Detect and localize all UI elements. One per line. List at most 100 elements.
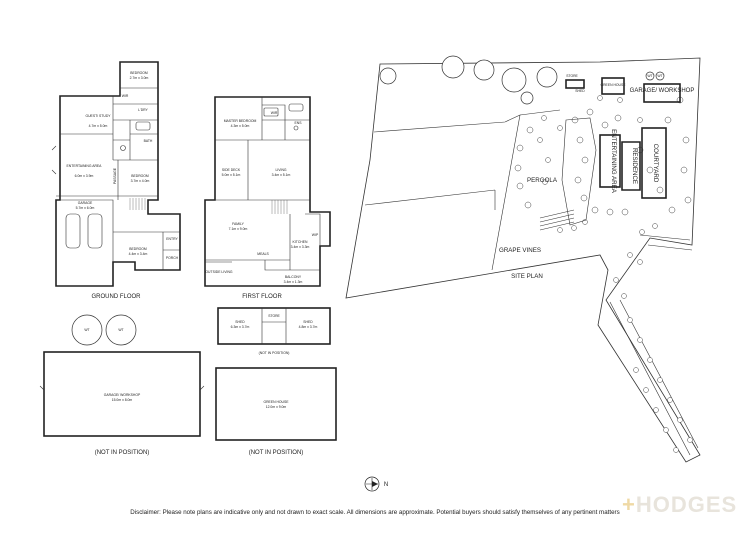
hodges-logo: +HODGES bbox=[622, 492, 737, 518]
gf-bedroom-mid-dims: 3.7m x 4.0m bbox=[131, 179, 150, 183]
site-green-house-label: GREEN HOUSE bbox=[600, 83, 626, 87]
svg-text:GARAGE/ WORKSHOP: GARAGE/ WORKSHOP bbox=[104, 393, 141, 397]
svg-text:WT: WT bbox=[118, 328, 123, 332]
site-plan: GRAPE VINES PERGOLA SITE PLAN ENTERTAINI… bbox=[345, 55, 701, 463]
ground-floor-title: GROUND FLOOR bbox=[91, 294, 141, 300]
site-entertaining-label: ENTERTAINING AREA bbox=[610, 129, 617, 194]
svg-text:(NOT IN POSITION): (NOT IN POSITION) bbox=[259, 351, 290, 355]
ff-master-dims: 4.3m x 5.0m bbox=[231, 124, 250, 128]
gf-porch-label: PORCH bbox=[166, 256, 179, 260]
svg-text:PORCH: PORCH bbox=[166, 256, 179, 260]
site-shed-store-block bbox=[565, 79, 585, 89]
garage-workshop-name: GARAGE/ WORKSHOP bbox=[104, 393, 141, 397]
svg-text:5.0m x 5.1m: 5.0m x 5.1m bbox=[222, 173, 241, 177]
svg-text:SITE PLAN: SITE PLAN bbox=[511, 273, 543, 280]
gf-entry-label: ENTRY bbox=[166, 237, 178, 241]
gf-entertaining-name: ENTERTAINING AREA bbox=[67, 164, 103, 168]
water-tanks: WT WT bbox=[71, 314, 137, 346]
gf-bedroom-top-dims: 2.7m x 3.0m bbox=[130, 76, 149, 80]
svg-text:KITCHEN: KITCHEN bbox=[293, 240, 308, 244]
svg-text:GROUND FLOOR: GROUND FLOOR bbox=[91, 294, 141, 300]
svg-text:OUTSIDE LIVING: OUTSIDE LIVING bbox=[205, 270, 232, 274]
logo-name: HODGES bbox=[635, 492, 738, 517]
svg-text:3.4m x 1.3m: 3.4m x 1.3m bbox=[284, 280, 303, 284]
ff-meals-label: MEALS bbox=[257, 252, 269, 256]
svg-text:4.7m x 5.0m: 4.7m x 5.0m bbox=[89, 124, 108, 128]
shed-right-dims: 4.8m x 3.7m bbox=[299, 325, 318, 329]
svg-text:PERGOLA: PERGOLA bbox=[527, 177, 558, 184]
svg-text:5.7m x 6.0m: 5.7m x 6.0m bbox=[76, 206, 95, 210]
green-house-not-in-position: (NOT IN POSITION) bbox=[249, 450, 304, 456]
sheds-not-in-position: (NOT IN POSITION) bbox=[259, 351, 290, 355]
svg-text:(NOT IN POSITION): (NOT IN POSITION) bbox=[95, 450, 150, 456]
ff-side-deck-dims: 5.0m x 5.1m bbox=[222, 173, 241, 177]
svg-text:STORE: STORE bbox=[268, 314, 280, 318]
svg-text:WIR: WIR bbox=[122, 94, 129, 98]
svg-text:WT: WT bbox=[84, 328, 89, 332]
svg-text:WIP: WIP bbox=[312, 233, 319, 237]
svg-text:FIRST FLOOR: FIRST FLOOR bbox=[242, 294, 282, 300]
site-courtyard-label: COURTYARD bbox=[652, 144, 659, 183]
svg-text:2.7m x 3.0m: 2.7m x 3.0m bbox=[130, 76, 149, 80]
svg-text:ENS: ENS bbox=[295, 121, 303, 125]
ff-master-name: MASTER BEDROOM bbox=[224, 119, 257, 123]
site-shrubs bbox=[514, 95, 693, 453]
svg-text:GUEST/ STUDY: GUEST/ STUDY bbox=[85, 114, 111, 118]
svg-text:BALCONY: BALCONY bbox=[285, 275, 302, 279]
svg-text:GARAGE/ WORKSHOP: GARAGE/ WORKSHOP bbox=[630, 88, 695, 94]
svg-text:MASTER BEDROOM: MASTER BEDROOM bbox=[224, 119, 257, 123]
logo-plus: + bbox=[622, 492, 636, 517]
shed-right-name: SHED bbox=[303, 320, 313, 324]
ff-family-dims: 7.1m x 9.0m bbox=[229, 227, 248, 231]
sheds-plan: SHED 6.3m x 3.7m STORE SHED 4.8m x 3.7m … bbox=[217, 307, 331, 355]
site-garage-label: GARAGE/ WORKSHOP bbox=[630, 88, 695, 94]
svg-text:ENTERTAINING AREA: ENTERTAINING AREA bbox=[67, 164, 103, 168]
svg-text:SHED: SHED bbox=[235, 320, 245, 324]
gf-wir-label: WIR bbox=[122, 94, 129, 98]
gf-guest-study-dims: 4.7m x 5.0m bbox=[89, 124, 108, 128]
svg-text:6.3m x 3.7m: 6.3m x 3.7m bbox=[231, 325, 250, 329]
svg-text:ENTRY: ENTRY bbox=[166, 237, 178, 241]
svg-text:LIVING: LIVING bbox=[275, 168, 286, 172]
shed-left-name: SHED bbox=[235, 320, 245, 324]
north-label: N bbox=[384, 482, 388, 488]
ff-living-name: LIVING bbox=[275, 168, 286, 172]
ff-outside-living-label: OUTSIDE LIVING bbox=[205, 270, 232, 274]
ff-ens-label: ENS bbox=[295, 121, 303, 125]
disclaimer-text: Disclaimer: Please note plans are indica… bbox=[130, 509, 620, 516]
grape-vines-rows bbox=[539, 209, 575, 231]
svg-text:GREEN HOUSE: GREEN HOUSE bbox=[600, 83, 626, 87]
svg-text:15.0m x 8.0m: 15.0m x 8.0m bbox=[112, 398, 133, 402]
site-residence-label: RESIDENCE bbox=[631, 148, 638, 184]
site-wt-label-1: WT bbox=[647, 74, 652, 78]
svg-text:3.4m x 5.1m: 3.4m x 5.1m bbox=[272, 173, 291, 177]
gf-guest-study-name: GUEST/ STUDY bbox=[85, 114, 111, 118]
first-floor-title: FIRST FLOOR bbox=[242, 294, 282, 300]
gf-bedroom-top-name: BEDROOM bbox=[130, 71, 148, 75]
site-wt-label-2: WT bbox=[657, 74, 662, 78]
green-house-dims: 12.0m x 9.0m bbox=[266, 405, 287, 409]
svg-text:SHED: SHED bbox=[303, 320, 313, 324]
svg-text:PASSAGE: PASSAGE bbox=[113, 167, 117, 184]
ff-balcony-name: BALCONY bbox=[285, 275, 302, 279]
svg-text:N: N bbox=[384, 482, 388, 488]
first-floor-plan: MASTER BEDROOM 4.3m x 5.0m WIR ENS SIDE … bbox=[204, 96, 331, 300]
svg-text:7.1m x 9.0m: 7.1m x 9.0m bbox=[229, 227, 248, 231]
svg-text:BEDROOM: BEDROOM bbox=[129, 247, 147, 251]
svg-text:3.7m x 4.0m: 3.7m x 4.0m bbox=[131, 179, 150, 183]
svg-text:L'DRY: L'DRY bbox=[138, 108, 148, 112]
svg-text:BEDROOM: BEDROOM bbox=[130, 71, 148, 75]
svg-text:GRAPE VINES: GRAPE VINES bbox=[499, 247, 541, 254]
store-label: STORE bbox=[268, 314, 280, 318]
svg-text:4.3m x 5.0m: 4.3m x 5.0m bbox=[231, 124, 250, 128]
ff-living-dims: 3.4m x 5.1m bbox=[272, 173, 291, 177]
green-house-name: GREEN HOUSE bbox=[263, 400, 289, 404]
svg-text:4.8m x 3.7m: 4.8m x 3.7m bbox=[299, 325, 318, 329]
svg-text:STORE: STORE bbox=[566, 74, 578, 78]
gf-garage-name: GARAGE bbox=[78, 201, 93, 205]
svg-text:BEDROOM: BEDROOM bbox=[131, 174, 149, 178]
svg-text:SIDE DECK: SIDE DECK bbox=[222, 168, 241, 172]
svg-text:SHED: SHED bbox=[575, 89, 585, 93]
svg-text:WT: WT bbox=[657, 74, 662, 78]
site-plan-title: SITE PLAN bbox=[511, 273, 543, 280]
